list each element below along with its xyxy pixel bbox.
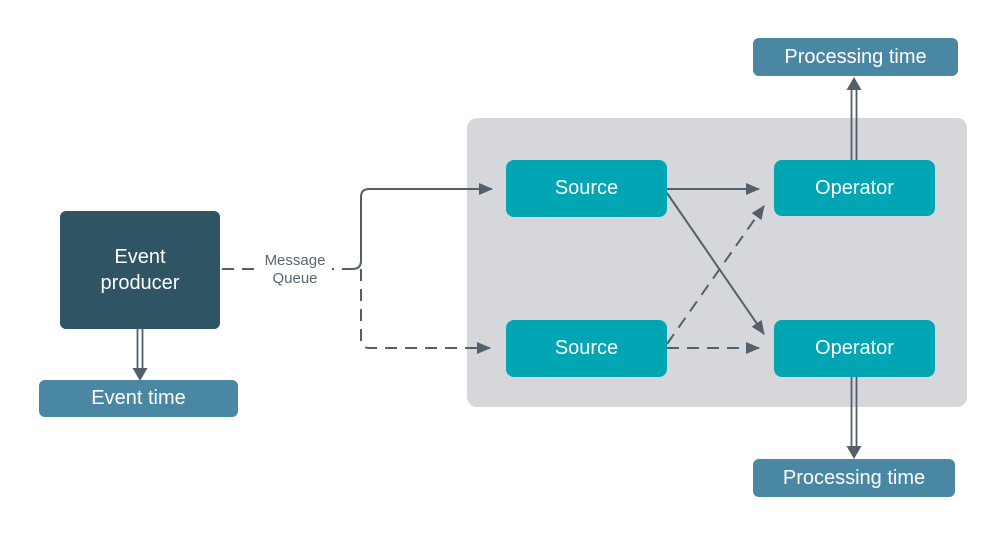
message-queue-label: Message Queue [258,251,332,289]
producer-to-event-time-arrow [132,329,148,381]
event-producer-node: Event producer [60,211,220,329]
source-bottom-node: Source [506,320,667,377]
processing-time-top-badge: Processing time [753,38,958,76]
processing-time-bottom-label: Processing time [782,466,926,489]
operator-top-node: Operator [774,160,935,216]
source-top-node: Source [506,160,667,217]
processing-time-bottom-badge: Processing time [753,459,955,497]
source-bottom-label: Source [554,337,619,359]
processing-time-top-label: Processing time [784,45,927,68]
source-top-label: Source [554,177,619,199]
operator-top-label: Operator [815,176,894,199]
event-producer-label: Event producer [100,246,180,294]
event-time-label: Event time [91,387,186,409]
event-time-badge: Event time [39,380,238,417]
operator-bottom-node: Operator [774,320,935,377]
operator-bottom-label: Operator [815,337,894,359]
